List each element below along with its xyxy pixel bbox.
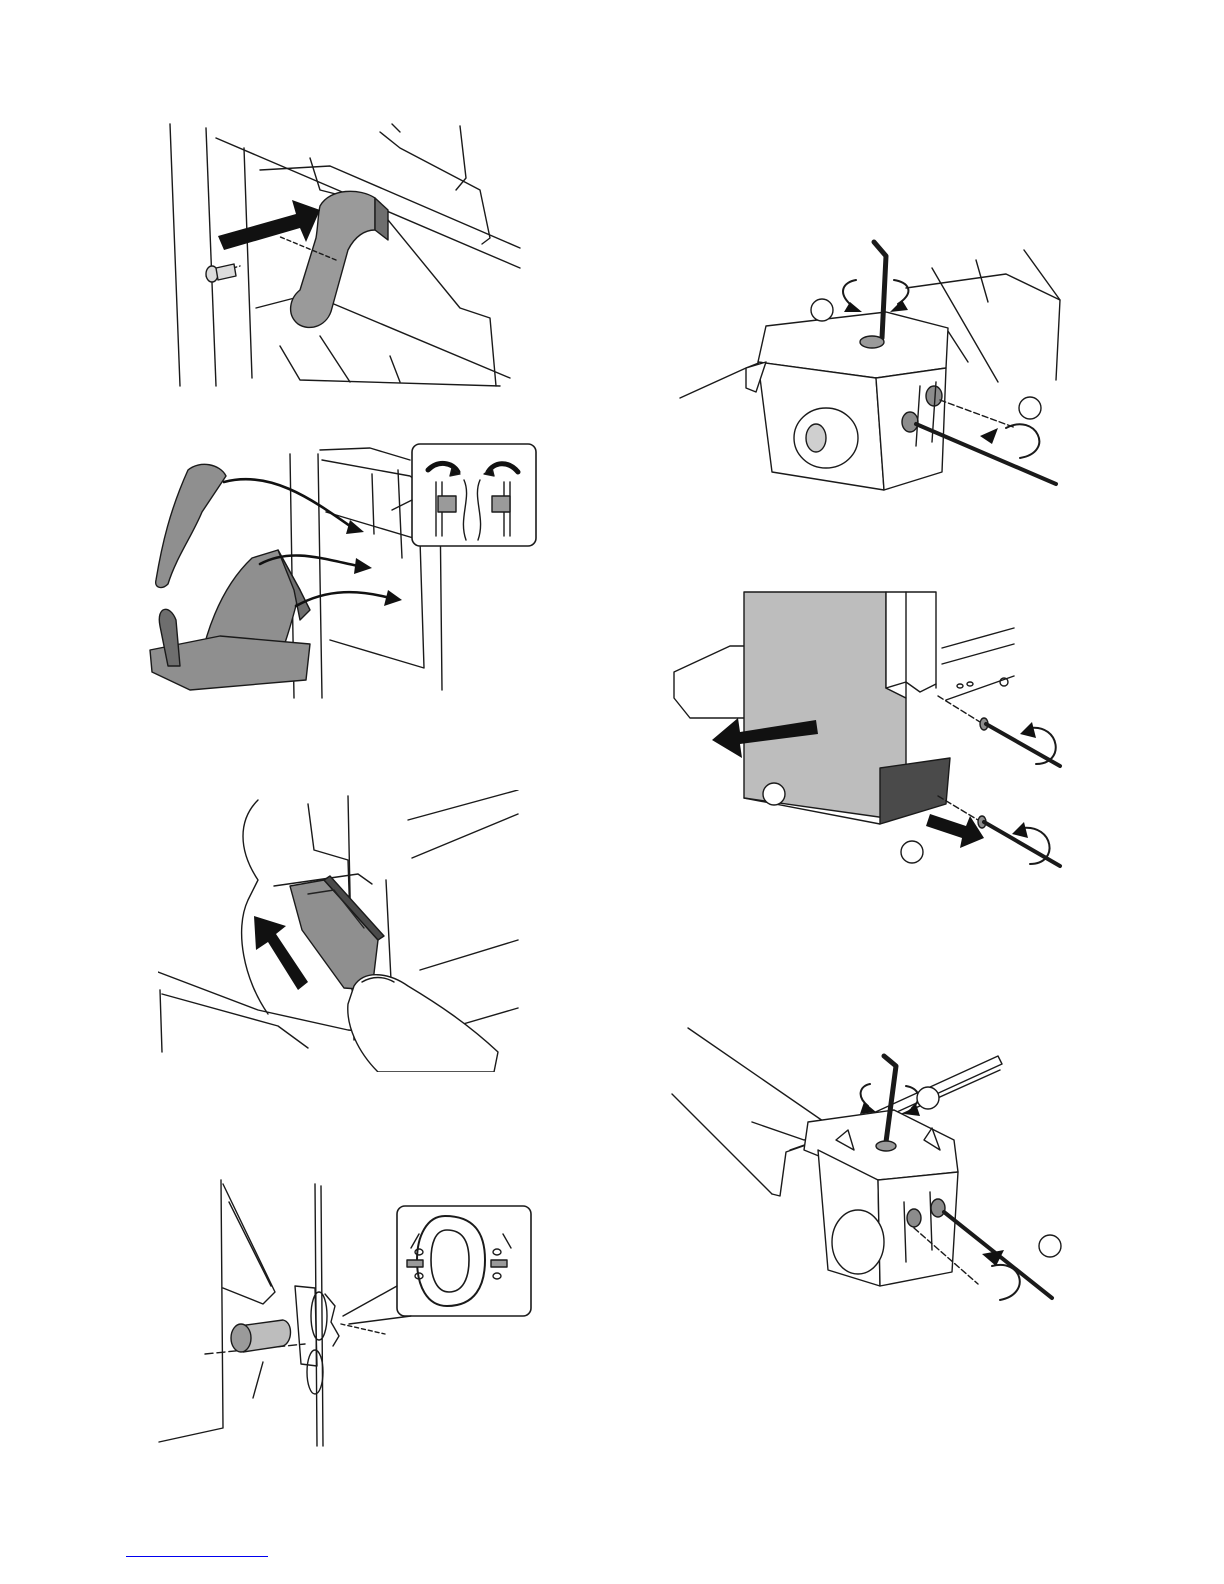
footer-link-underline[interactable] (126, 1556, 268, 1557)
fig5-caster-block (746, 312, 948, 490)
figure-4-pin-alignment (155, 1176, 541, 1448)
fig4-frame-lines (159, 1180, 323, 1446)
fig2-detail-inset (392, 444, 536, 546)
fig6-screwdriver-upper (938, 696, 1060, 766)
fig7-caster-block (804, 1110, 958, 1286)
fig2-tray-hook (150, 550, 310, 690)
figure-1-grip-lever (160, 118, 530, 390)
figure-2-cover-install (140, 440, 542, 702)
fig4-bracket-detail (307, 1292, 385, 1394)
figure-7-caster-adjust-side (668, 1022, 1072, 1312)
fig3-insert-arrow (254, 916, 308, 990)
fig6-side-arrow (926, 814, 984, 848)
fig2-cover-piece (156, 464, 226, 587)
fig4-pin (205, 1320, 305, 1398)
figure-5-caster-adjust (676, 232, 1068, 504)
fig1-push-arrow (218, 200, 320, 250)
fig3-cartridge (290, 876, 384, 990)
fig4-detail-inset (343, 1206, 531, 1324)
fig3-hand (348, 975, 498, 1072)
fig1-screw-icon (206, 264, 240, 282)
figure-3-cartridge-insert (158, 790, 520, 1072)
figure-6-foot-cover-removal (670, 588, 1072, 872)
fig6-rail (942, 628, 1014, 700)
